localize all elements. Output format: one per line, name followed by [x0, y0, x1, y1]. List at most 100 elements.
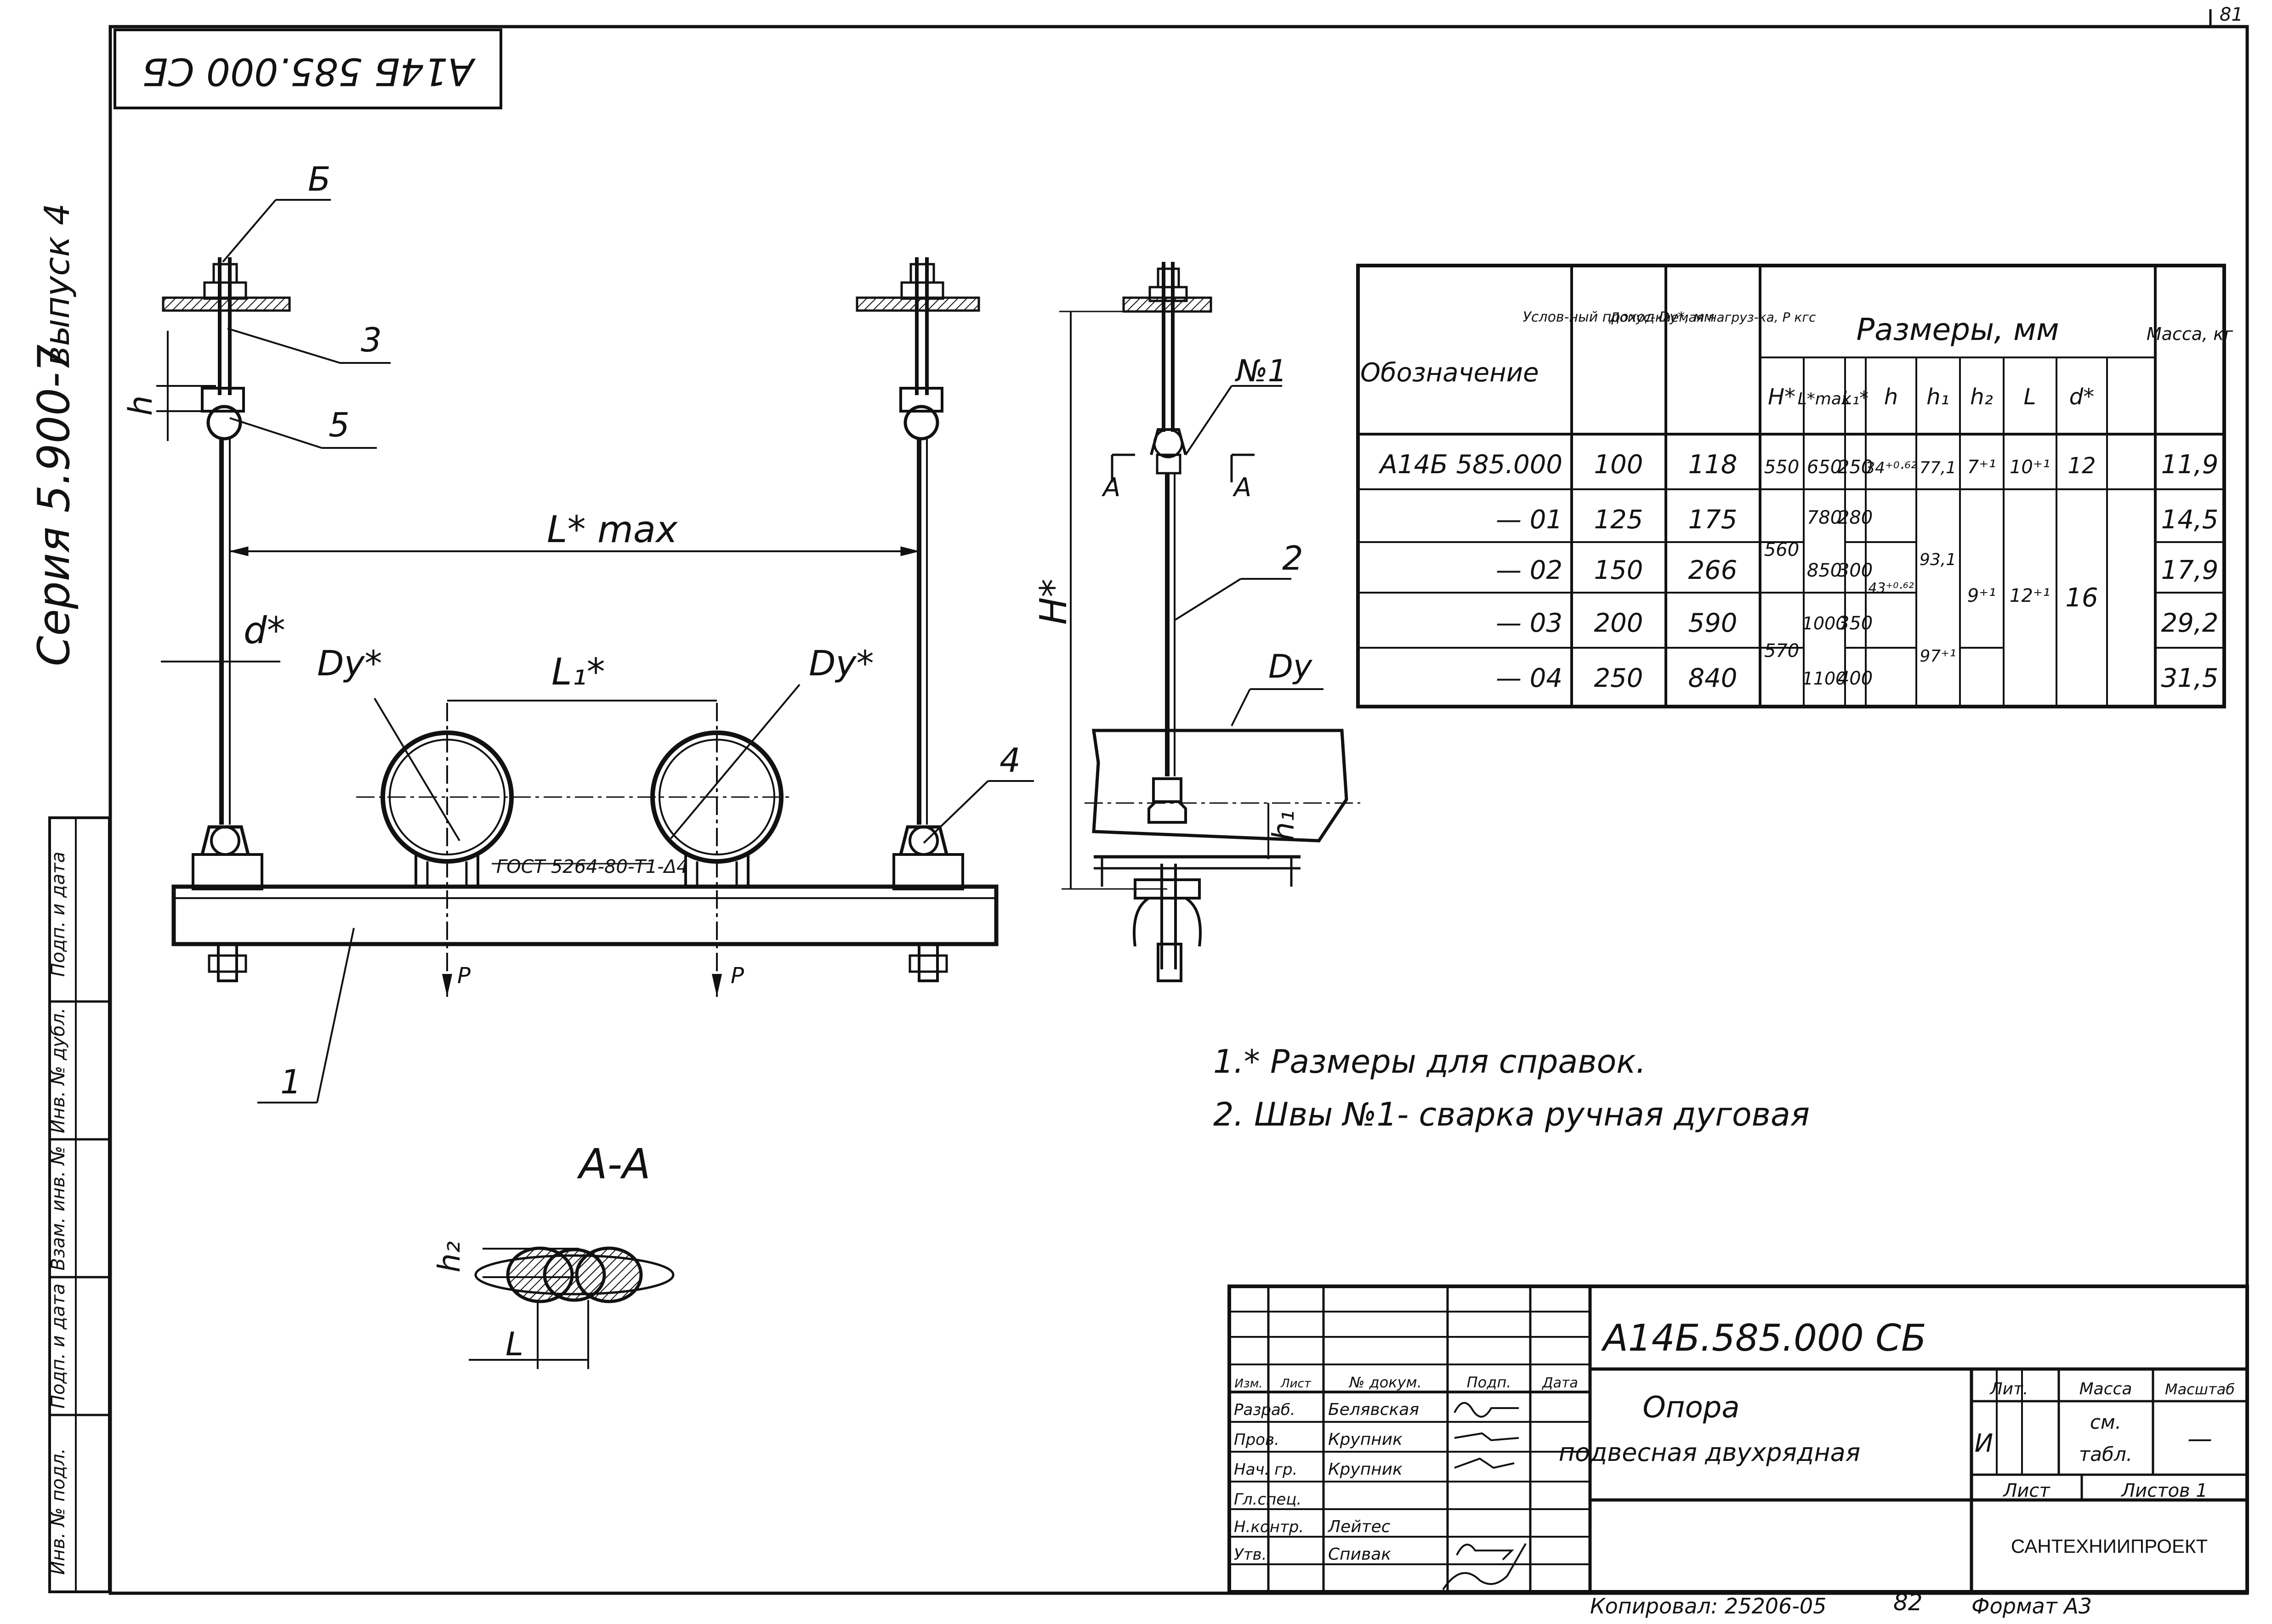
tb-head-doc: № докум. — [1348, 1374, 1422, 1391]
left-stamp-strip: Инв. № подл. Подп. и дата Взам. инв. № И… — [48, 816, 111, 1593]
label-p-right: P — [731, 963, 744, 989]
side-pipe-body — [1091, 729, 1348, 843]
td-mass-3: 29,2 — [2161, 608, 2219, 638]
td-lmax-2: 850 — [1807, 560, 1842, 581]
label-5: 5 — [329, 406, 350, 444]
td-lmax-0: 650 — [1807, 457, 1842, 478]
side-view-labels: №1 A A H* 2 Dy h₁ — [1032, 353, 1313, 841]
label-gost: ГОСТ 5264-80-Т1-Δ4 — [496, 856, 688, 877]
section-l: L — [506, 1325, 523, 1363]
td-dy-0: 100 — [1594, 450, 1643, 480]
tb-head-izm: Изм. — [1234, 1377, 1262, 1391]
tb-name-r2: Крупник — [1328, 1460, 1403, 1479]
td-hh1-c: 97⁺¹ — [1920, 647, 1956, 666]
tb-org: САНТЕХНИИПРОЕКТ — [2011, 1535, 2208, 1557]
td-dy-3: 200 — [1594, 608, 1643, 638]
tb-role-3: Гл.спец. — [1234, 1490, 1301, 1509]
tb-mass-h: Масса — [2079, 1380, 2132, 1398]
top-doc-code: А14Б 585.000 СБ — [142, 50, 476, 93]
tb-sheet: Лист — [2002, 1480, 2050, 1501]
label-p-left: P — [457, 963, 471, 989]
td-des-3: — 03 — [1496, 608, 1562, 638]
th-L: L — [2024, 384, 2036, 410]
th-L1: L₁* — [1842, 388, 1869, 409]
th-mass: Масса, кг — [2147, 324, 2233, 344]
issue-label: выпуск 4 — [37, 204, 77, 367]
tb-name-r5: Спивак — [1328, 1545, 1391, 1564]
tb-head-list: Лист — [1280, 1377, 1312, 1391]
th-H: H* — [1768, 384, 1795, 410]
label-3: 3 — [361, 321, 382, 359]
series-label: Серия 5.900-7 — [29, 345, 80, 667]
td-lmax-4: 1100 — [1802, 668, 1847, 689]
label-h-star: H* — [1032, 579, 1075, 625]
tb-name-r1: Крупник — [1328, 1430, 1403, 1449]
tb-role-2: Нач. гр. — [1234, 1460, 1297, 1479]
dimensions-table-text: Обозначение Услов-ный проход Dy*, мм Доп… — [1360, 309, 2233, 693]
td-dy-4: 250 — [1594, 663, 1643, 693]
th-dims: Размеры, мм — [1856, 312, 2059, 347]
stamp-podp-data-1: Подп. и дата — [48, 1284, 69, 1409]
tb-mass-1: см. — [2090, 1411, 2121, 1433]
dimensions-table — [1356, 264, 2226, 708]
tb-mass-2: табл. — [2079, 1443, 2132, 1466]
front-view-labels: Б 3 5 h L* max d* Dy* L₁* Dy* 4 1 ГОСТ 5… — [122, 160, 1021, 1101]
label-dy-left: Dy* — [317, 643, 382, 684]
tb-lit-h: Лит. — [1989, 1380, 2028, 1398]
td-mass-2: 17,9 — [2161, 555, 2219, 585]
section-title: А-А — [577, 1140, 651, 1188]
td-mass-4: 31,5 — [2161, 663, 2219, 693]
label-h1: h₁ — [1267, 810, 1301, 841]
label-dy-right: Dy* — [809, 643, 874, 684]
td-p-2: 266 — [1688, 555, 1738, 585]
td-d-a: 12 — [2068, 453, 2096, 479]
td-dy-1: 125 — [1594, 505, 1643, 535]
stamp-inv-podl: Инв. № подл. — [48, 1448, 69, 1575]
tb-lit: И — [1975, 1429, 1993, 1458]
section-h2: h₂ — [432, 1241, 467, 1273]
label-d: d* — [244, 609, 285, 652]
td-h2-b: 9⁺¹ — [1967, 585, 1996, 606]
td-dy-2: 150 — [1594, 555, 1643, 585]
tb-name-0: Белявская — [1328, 1400, 1419, 1419]
stamp-vzam: Взам. инв. № — [48, 1146, 69, 1271]
td-hh1-b: 93,1 — [1920, 550, 1956, 569]
th-d: d* — [2069, 384, 2094, 410]
tb-head-date: Дата — [1541, 1375, 1578, 1391]
td-des-1: — 01 — [1496, 505, 1562, 535]
stamp-podp-data-2: Подп. и дата — [48, 852, 69, 977]
td-H-1: 550 — [1764, 457, 1799, 478]
td-h2-a: 7⁺¹ — [1967, 457, 1996, 478]
td-mass-1: 14,5 — [2161, 505, 2219, 535]
note-2: 2. Швы №1- сварка ручная дуговая — [1213, 1096, 1810, 1133]
sheet-frame — [108, 25, 2249, 1595]
tb-role-1: Пров. — [1234, 1431, 1279, 1449]
td-p-3: 590 — [1688, 608, 1738, 638]
label-dy-side: Dy — [1268, 648, 1313, 685]
td-h-1: 34⁺⁰·⁶² — [1865, 459, 1917, 477]
label-h: h — [122, 396, 159, 416]
td-l1-2: 300 — [1838, 560, 1873, 581]
note-1: 1.* Размеры для справок. — [1213, 1043, 1646, 1081]
th-Lmax: L*max — [1798, 390, 1852, 408]
td-p-0: 118 — [1688, 450, 1738, 480]
section-aa — [469, 1246, 675, 1369]
label-1: 1 — [280, 1063, 301, 1101]
cross-beam — [171, 884, 999, 946]
side-view — [1059, 262, 1360, 982]
tb-role-4: Н.контр. — [1234, 1518, 1304, 1536]
td-lmax-3: 1000 — [1802, 613, 1847, 634]
td-h-2: 43⁺⁰·⁶² — [1868, 580, 1914, 596]
td-l1-0: 250 — [1838, 457, 1873, 478]
top-code-box: А14Б 585.000 СБ — [114, 28, 502, 109]
th-designation: Обозначение — [1360, 358, 1539, 388]
tb-role-5: Утв. — [1234, 1545, 1267, 1564]
stamp-inv-dubl: Инв. № дубл. — [48, 1007, 69, 1133]
th-h: h — [1884, 384, 1898, 410]
td-p-1: 175 — [1688, 505, 1738, 535]
tb-code: А14Б.585.000 СБ — [1601, 1317, 1926, 1359]
label-a-right: A — [1233, 473, 1251, 503]
label-n1: №1 — [1235, 353, 1287, 389]
td-des-0: А14Б 585.000 — [1379, 450, 1562, 480]
